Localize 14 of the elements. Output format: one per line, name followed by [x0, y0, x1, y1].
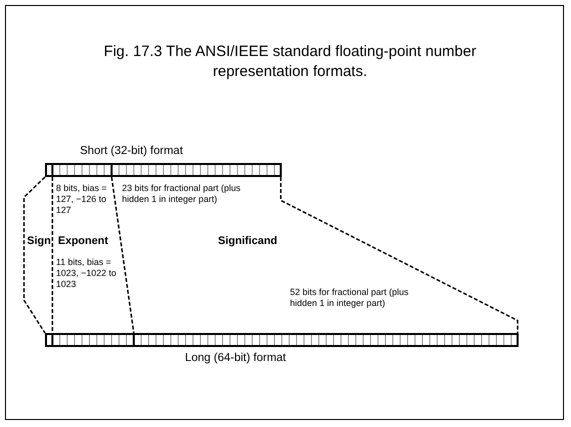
figure-title: Fig. 17.3 The ANSI/IEEE standard floating-point number representation formats.	[102, 42, 478, 82]
annotation-text: 11 bits, bias = 1023, −1022 to 1023	[56, 257, 118, 290]
dashed-line	[280, 177, 518, 333]
field-name: Exponent	[58, 235, 110, 247]
annotation-text: 8 bits, bias = 127, −126 to 127	[56, 183, 108, 216]
field-name: Sign	[27, 235, 50, 247]
dashed-line	[110, 176, 135, 334]
annotation-text: 23 bits for fractional part (plus hidden 1 in integer part)	[122, 183, 242, 205]
dashed-line	[23, 176, 46, 334]
field-name: Significand	[218, 235, 278, 247]
format-label: Short (32-bit) format	[80, 145, 183, 157]
annotation-text: 52 bits for fractional part (plus hidden 1 in integer part)	[290, 287, 410, 309]
dashed-line	[52, 177, 54, 333]
format-label: Long (64-bit) format	[185, 352, 286, 364]
